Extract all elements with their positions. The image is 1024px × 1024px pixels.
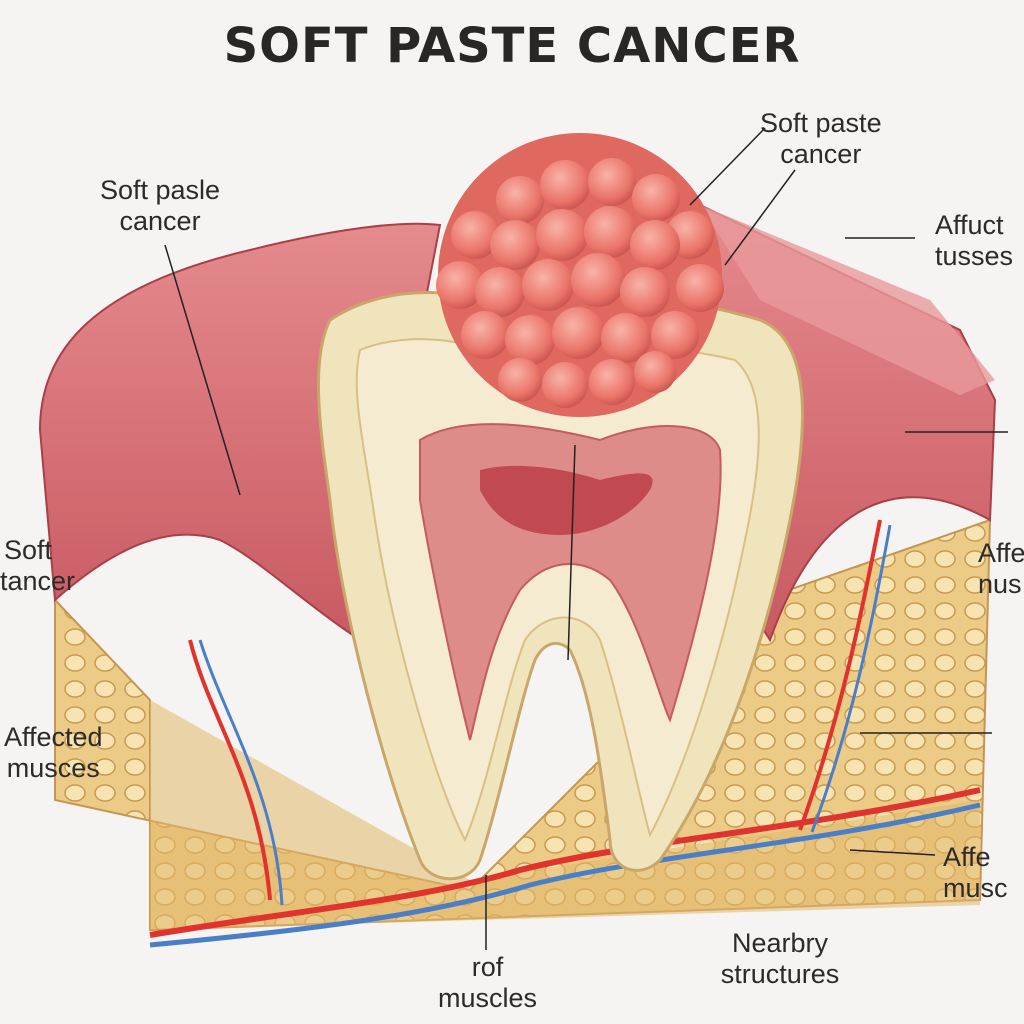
label-line: Nearbry — [731, 928, 829, 958]
label-bottom-center: rof muscles — [420, 952, 555, 1014]
label-line: nus — [978, 569, 1022, 599]
label-line: tancer — [0, 566, 76, 596]
artery-branch-left — [188, 639, 272, 901]
vein-branch-left — [198, 639, 284, 906]
label-mid-left: Soft tancer — [0, 535, 75, 597]
pulp-chamber — [480, 465, 653, 535]
vein-branch-right — [810, 524, 892, 833]
label-line: tusses — [935, 241, 1014, 271]
label-line: Soft pasle — [100, 175, 221, 205]
label-line: Affe — [943, 842, 991, 872]
label-line: Affected — [4, 722, 103, 752]
label-line: musc — [943, 873, 1008, 903]
label-top-center: Soft paste cancer — [760, 108, 882, 170]
tumor-mass — [436, 133, 724, 417]
label-line: Affe — [978, 538, 1024, 568]
artery-branch-right — [798, 519, 882, 831]
label-line: cancer — [119, 206, 201, 236]
artery — [149, 787, 981, 938]
leader-line-upper-left — [164, 244, 241, 496]
leader-line-top-center-2 — [724, 169, 796, 266]
leader-line-center — [567, 444, 576, 661]
label-bottom-right: Nearbry structures — [690, 928, 870, 990]
vein — [149, 802, 981, 948]
label-line: Affuct — [935, 210, 1004, 240]
leader-line-lower-right-2 — [849, 849, 936, 856]
label-lower-left: Affected musces — [4, 722, 103, 784]
label-line: musces — [6, 753, 100, 783]
label-line: rof — [471, 952, 504, 982]
leader-line-top-center — [689, 127, 766, 206]
label-line: Soft — [4, 535, 53, 565]
page-title: SOFT PASTE CANCER — [223, 18, 801, 74]
label-upper-right: Affuct tusses — [935, 210, 1024, 272]
label-line: Soft paste — [760, 108, 882, 138]
label-upper-left: Soft pasle cancer — [100, 175, 220, 237]
label-mid-right: Affe nus — [978, 538, 1024, 600]
gum-top-surface — [700, 205, 995, 395]
jaw-bone-front — [150, 700, 980, 930]
label-line: cancer — [780, 139, 862, 169]
label-line: muscles — [437, 983, 538, 1013]
label-line: structures — [720, 959, 840, 989]
label-lower-right: Affe musc — [943, 842, 1024, 904]
